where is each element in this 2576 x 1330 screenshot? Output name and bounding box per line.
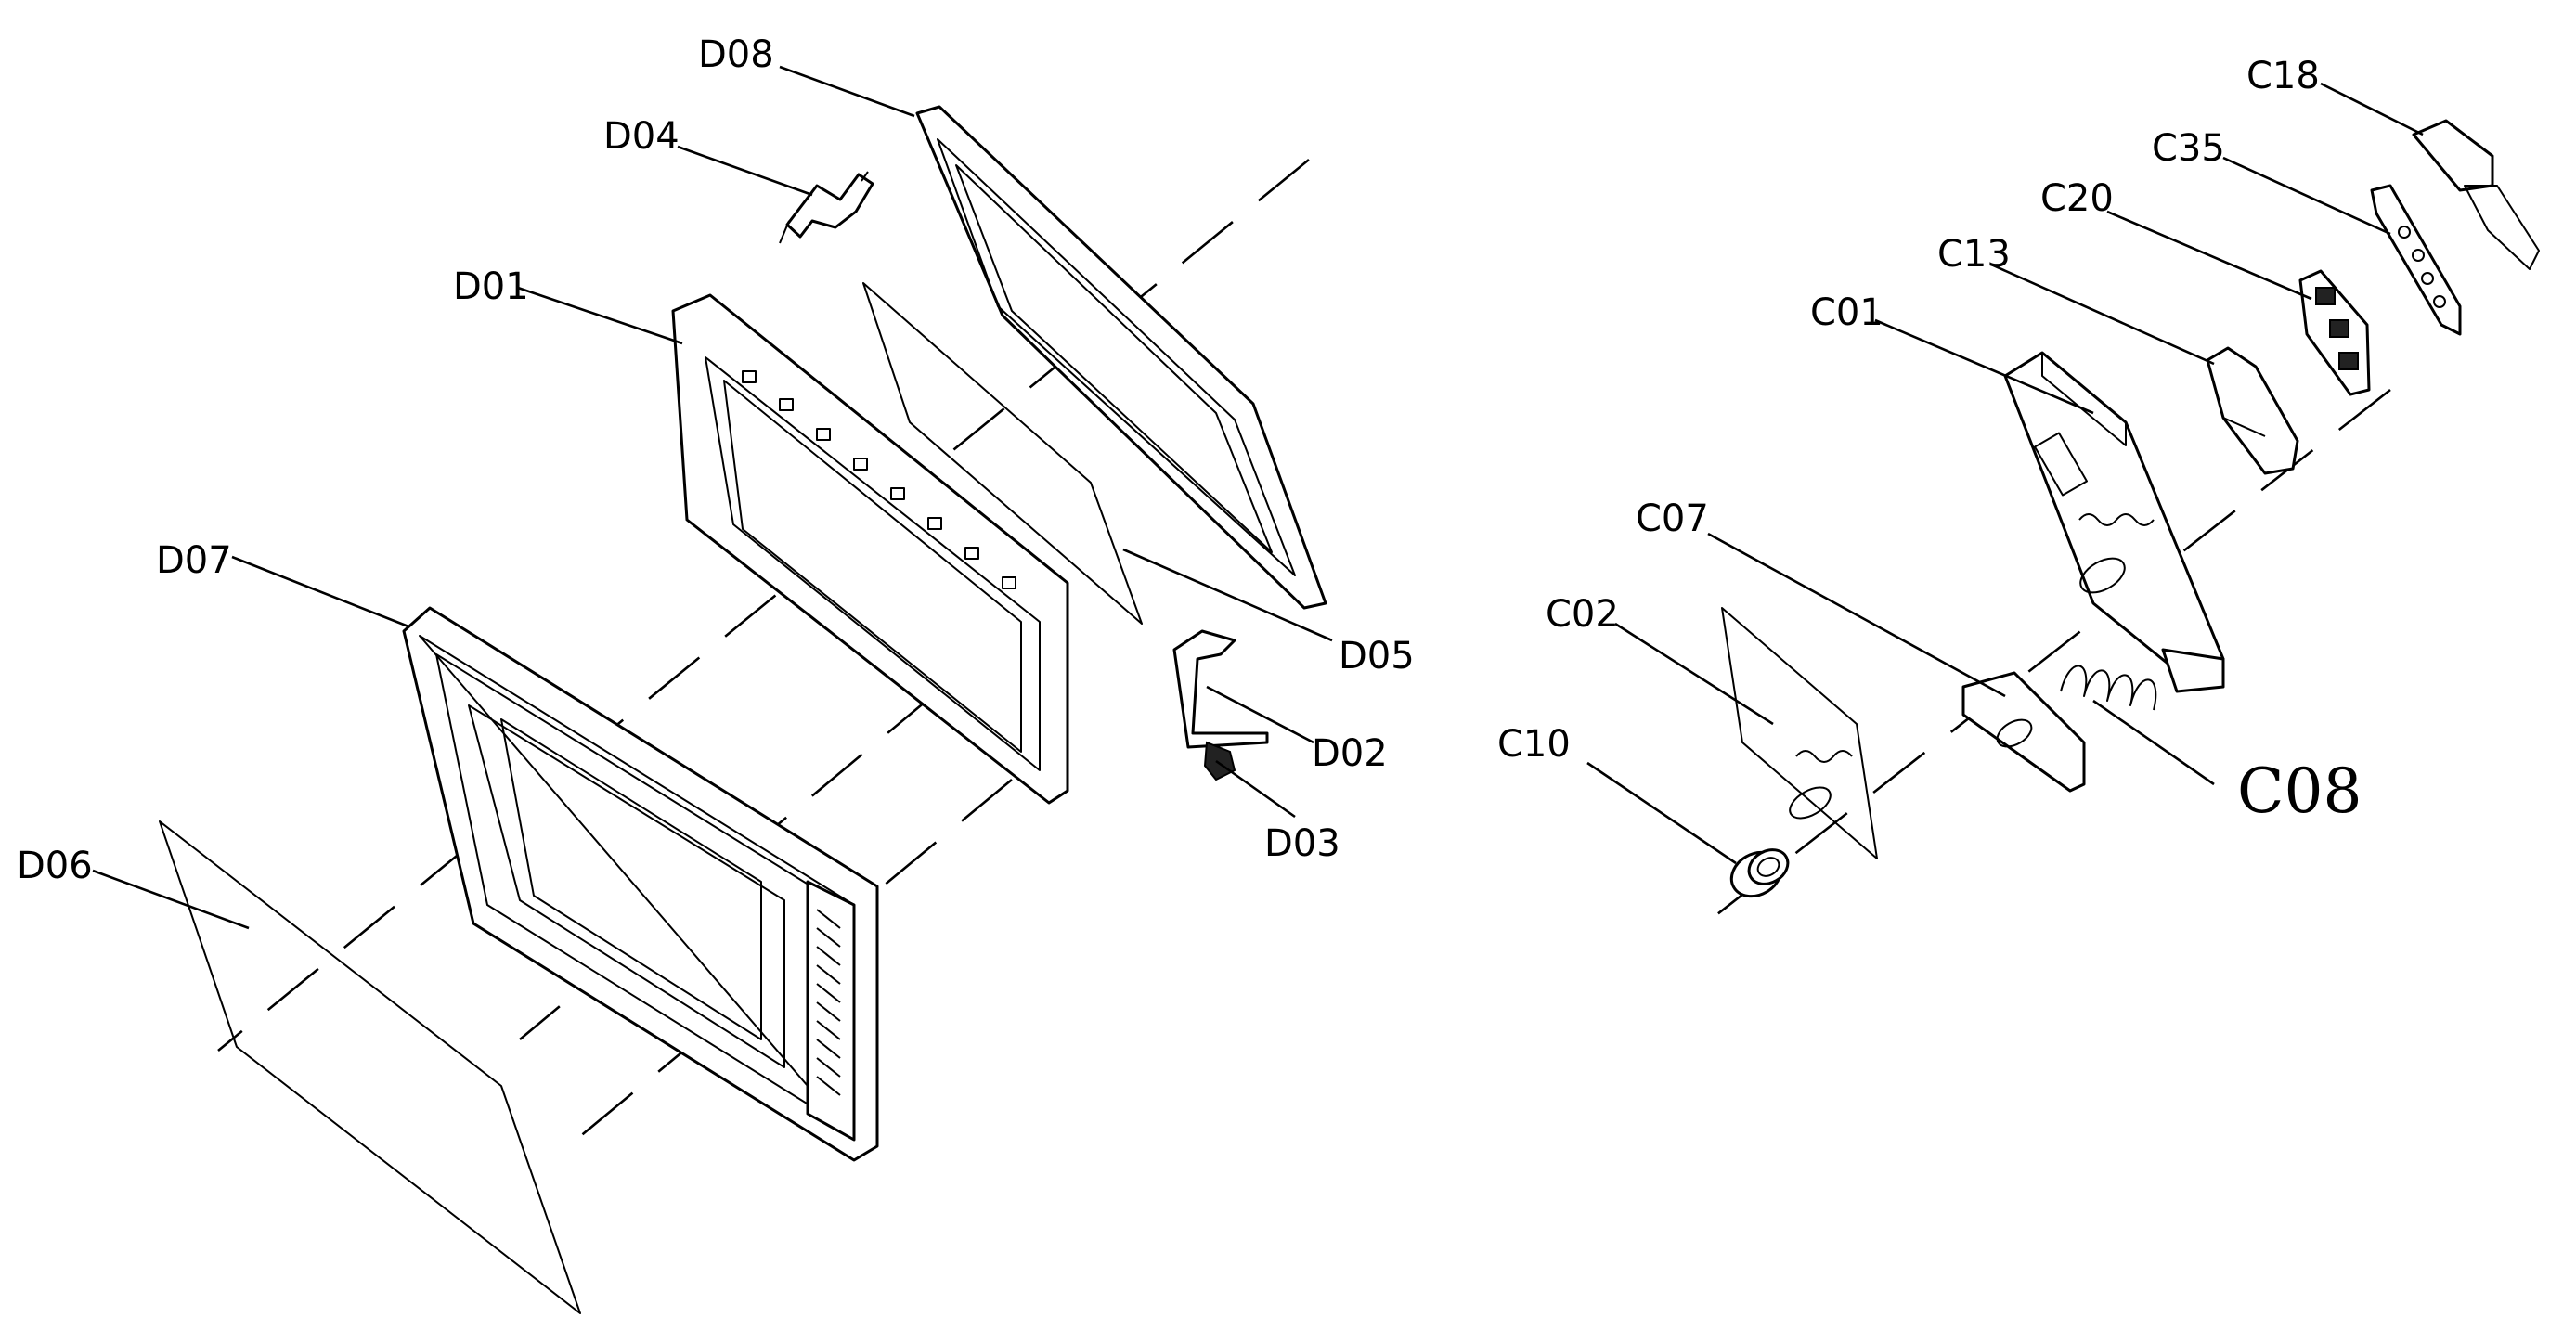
part-d08-choke-frame <box>915 105 1327 610</box>
label-d05: D05 <box>1339 635 1415 678</box>
part-c10-knob <box>1729 848 1790 898</box>
label-c01: C01 <box>1810 291 1883 334</box>
label-c13: C13 <box>1937 233 2011 276</box>
leader-c13 <box>1990 263 2215 366</box>
leader-c08 <box>2092 699 2215 786</box>
leader-d02 <box>1206 685 1314 744</box>
part-d03-latch-spring <box>1203 741 1236 781</box>
leader-d04 <box>677 145 813 197</box>
leader-c07 <box>1707 532 2006 698</box>
part-c08-spring <box>2060 665 2157 711</box>
leader-d03 <box>1215 759 1296 819</box>
label-d07: D07 <box>156 539 232 582</box>
label-c35: C35 <box>2152 127 2225 170</box>
part-d02-latch-lever <box>1172 629 1269 749</box>
label-c07: C07 <box>1636 497 1709 540</box>
label-d01: D01 <box>453 265 529 308</box>
part-labels: D08 D04 D01 D07 D06 D05 D02 D03 C18 C35 … <box>17 33 2362 887</box>
part-c13-bracket <box>2206 346 2299 475</box>
part-d06-glass-panel <box>159 820 581 1314</box>
label-d04: D04 <box>603 115 680 158</box>
leader-lines <box>92 65 2424 930</box>
label-d02: D02 <box>1312 732 1388 775</box>
label-d03: D03 <box>1264 822 1340 865</box>
frame-vent-slots <box>816 909 841 1096</box>
label-c02: C02 <box>1546 593 1619 636</box>
label-d06: D06 <box>17 845 93 887</box>
part-c18-cover <box>2412 119 2540 270</box>
label-c18: C18 <box>2246 55 2320 97</box>
part-c01-panel-housing <box>2003 351 2225 693</box>
label-c20: C20 <box>2040 177 2114 220</box>
control-panel-axis <box>1716 388 2391 916</box>
part-d04-latch-hook <box>779 171 874 244</box>
leader-d05 <box>1122 548 1333 642</box>
part-c02-panel-membrane <box>1721 607 1878 859</box>
label-d08: D08 <box>698 33 774 76</box>
leader-c02 <box>1614 622 1774 726</box>
leader-c18 <box>2320 82 2424 136</box>
leader-c01 <box>1874 318 2094 415</box>
leader-d08 <box>779 65 915 118</box>
part-d05-door-film <box>862 282 1143 625</box>
label-c08: C08 <box>2237 755 2362 827</box>
part-c35-control-pcb <box>2370 184 2462 336</box>
leader-c35 <box>2222 156 2391 236</box>
inner-frame-tabs <box>742 370 1016 589</box>
leader-c20 <box>2106 210 2312 301</box>
part-c07-push-button <box>1961 671 2086 793</box>
part-d07-outer-frame <box>402 606 879 1162</box>
part-c20-switch-bracket <box>2298 269 2371 396</box>
label-c10: C10 <box>1497 723 1571 766</box>
part-d01-inner-frame <box>671 293 1069 805</box>
leader-c10 <box>1586 761 1737 865</box>
leader-d01 <box>517 286 683 345</box>
leader-d07 <box>231 555 409 628</box>
leader-d06 <box>92 869 250 930</box>
